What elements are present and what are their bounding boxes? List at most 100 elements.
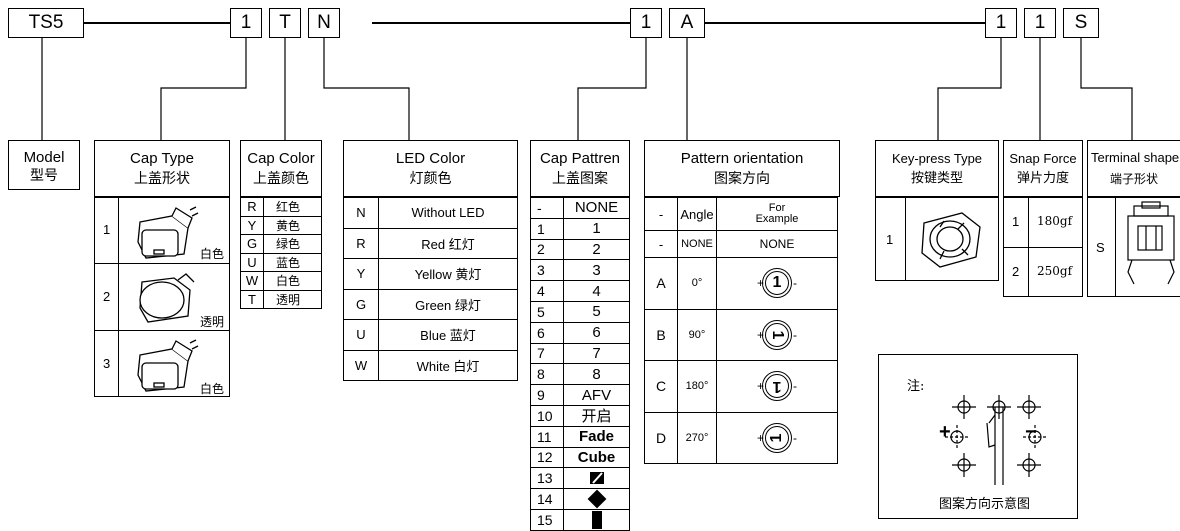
cap-pattern-code: 2 [530, 238, 564, 261]
orientation-title-cn: 图案方向 [714, 171, 770, 187]
cap-pattern-code: - [530, 197, 564, 219]
model-title-cn: 型号 [30, 168, 58, 184]
square-cap-icon [137, 339, 199, 392]
orientation-code: C [644, 360, 678, 413]
led-color-code: R [343, 227, 379, 259]
led-color-name: Without LED [378, 197, 518, 229]
cap-color-name: 绿色 [263, 234, 322, 254]
code-digit-text: 1 [995, 12, 1007, 33]
code-digit-text: T [279, 12, 291, 33]
pattern-example-icon: 1 [762, 371, 792, 402]
snap-header: Snap Force 弹片力度 [1003, 140, 1083, 197]
cap-color-code: G [240, 234, 264, 254]
plus-sign: + [756, 276, 764, 291]
orientation-example: +1- [716, 257, 838, 310]
cap-pattern-code: 4 [530, 280, 564, 302]
connector-line [84, 22, 230, 24]
code-digit-text: 1 [240, 12, 252, 33]
cap-pattern-name: 7 [563, 342, 630, 365]
pattern-example-icon: 1 [762, 268, 792, 299]
orientation-diagram-icon [945, 395, 1047, 485]
terminal-shape-icon [1127, 201, 1175, 285]
cap-type-code-2: 2 [103, 289, 111, 304]
connector-line [705, 22, 985, 24]
cap-pattern-name [563, 488, 630, 510]
snap-title-cn: 弹片力度 [1016, 171, 1069, 186]
led-color-name: Blue 蓝灯 [378, 319, 518, 351]
cap-color-name: 蓝色 [263, 252, 322, 272]
orientation-angle-header: Angle [677, 197, 717, 231]
minus-sign: - [793, 430, 797, 445]
terminal-title: Terminal shape [1091, 150, 1180, 165]
orientation-header: Pattern orientation 图案方向 [644, 140, 840, 197]
cap-pattern-code: 13 [530, 467, 564, 490]
cap-pattern-code: 12 [530, 446, 564, 469]
code-digit-text: 1 [640, 12, 652, 33]
code-digit-keypress: 1 [985, 8, 1017, 38]
code-digit-text: N [317, 12, 331, 33]
cap-color-name: 红色 [263, 197, 322, 217]
cap-pattern-name: Fade [563, 425, 630, 448]
cap-pattern-code: 3 [530, 259, 564, 282]
orientation-code: B [644, 308, 678, 361]
model-title: Model [23, 149, 65, 166]
cap-type-header: Cap Type 上盖形状 [94, 140, 230, 197]
pattern-example-icon: 1 [762, 422, 792, 453]
led-color-code: G [343, 288, 379, 320]
cap-pattern-code: 7 [530, 342, 564, 365]
connector-line [372, 22, 630, 24]
keypress-code: 1 [886, 232, 894, 247]
snap-value-2: 250gf [1037, 264, 1073, 278]
cap-pattern-code: 5 [530, 301, 564, 323]
orientation-code: - [644, 197, 678, 231]
orientation-angle: 0° [677, 257, 717, 310]
cap-pattern-name: 开启 [563, 405, 630, 427]
keypress-title-cn: 按键类型 [910, 171, 963, 186]
model-code-box: TS5 [8, 8, 84, 38]
orientation-code: A [644, 257, 678, 310]
cap-pattern-name: 8 [563, 363, 630, 386]
cap-color-code: T [240, 289, 264, 309]
cap-type-code-1: 1 [103, 222, 111, 237]
cap-color-name: 透明 [263, 289, 322, 309]
cap-pattern-name: 3 [563, 259, 630, 282]
orientation-angle: 90° [677, 308, 717, 361]
code-digit-terminal: S [1063, 8, 1099, 38]
terminal-header: Terminal shape 端子形状 [1087, 140, 1180, 197]
code-digit-orientation: A [669, 8, 705, 38]
cap-type-note-1: 白色 [200, 247, 225, 261]
terminal-title-cn: 端子形状 [1109, 172, 1158, 186]
model-code: TS5 [28, 12, 64, 33]
note-box: 注: 图案方向示意图 + − [878, 354, 1078, 519]
code-digit-cap-pattern: 1 [630, 8, 662, 38]
cap-pattern-title: Cap Pattren [539, 150, 621, 167]
code-digit-cap-color: T [269, 8, 301, 38]
cap-type-title-cn: 上盖形状 [134, 171, 190, 187]
code-digit-text: S [1074, 12, 1088, 33]
cap-pattern-code: 9 [530, 384, 564, 406]
cap-color-name: 黄色 [263, 215, 322, 235]
orientation-example: +1- [716, 308, 838, 361]
note-plus: + [939, 421, 951, 443]
cap-color-code: Y [240, 215, 264, 235]
orientation-angle: NONE [677, 230, 717, 258]
orientation-code: - [644, 230, 678, 258]
led-color-title-cn: 灯颜色 [409, 171, 452, 187]
orientation-angle: 180° [677, 360, 717, 413]
minus-sign: - [793, 327, 797, 342]
cap-color-title: Cap Color [247, 150, 315, 167]
keypress-header: Key-press Type 按键类型 [875, 140, 999, 197]
terminal-code: S [1096, 240, 1105, 255]
plus-sign: + [756, 327, 764, 342]
led-color-code: Y [343, 258, 379, 290]
model-box: Model 型号 [8, 140, 80, 190]
minus-sign: - [793, 276, 797, 291]
snap-title: Snap Force [1009, 151, 1077, 166]
minus-sign: - [793, 379, 797, 394]
plus-sign: + [756, 379, 764, 394]
led-color-name: Green 绿灯 [378, 288, 518, 320]
led-color-code: U [343, 319, 379, 351]
cap-pattern-title-cn: 上盖图案 [552, 171, 608, 187]
cap-pattern-name [563, 509, 630, 531]
